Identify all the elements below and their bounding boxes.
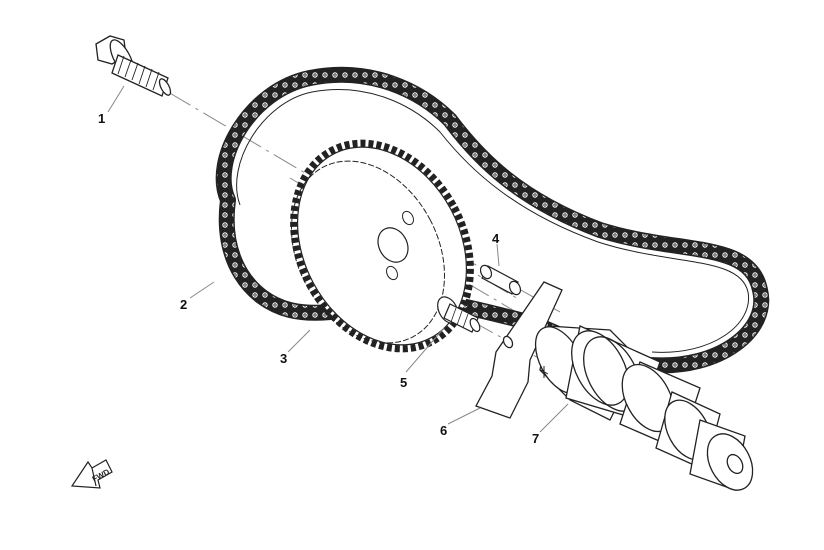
cam-sprocket [290,139,474,353]
callout-1: 1 [98,111,106,126]
callout-2: 2 [180,297,188,312]
camshaft [534,325,754,491]
callout-4: 4 [492,231,500,246]
callout-3: 3 [280,351,288,366]
dowel-pin [479,264,522,296]
flange-bolt [95,35,172,97]
forward-arrow-icon [70,459,113,489]
callout-5: 5 [400,375,408,390]
chain-guide-plate [475,281,563,419]
washer-bolt [437,296,481,333]
leader-lines [107,85,569,433]
callout-7: 7 [532,431,540,446]
callout-6: 6 [440,423,448,438]
